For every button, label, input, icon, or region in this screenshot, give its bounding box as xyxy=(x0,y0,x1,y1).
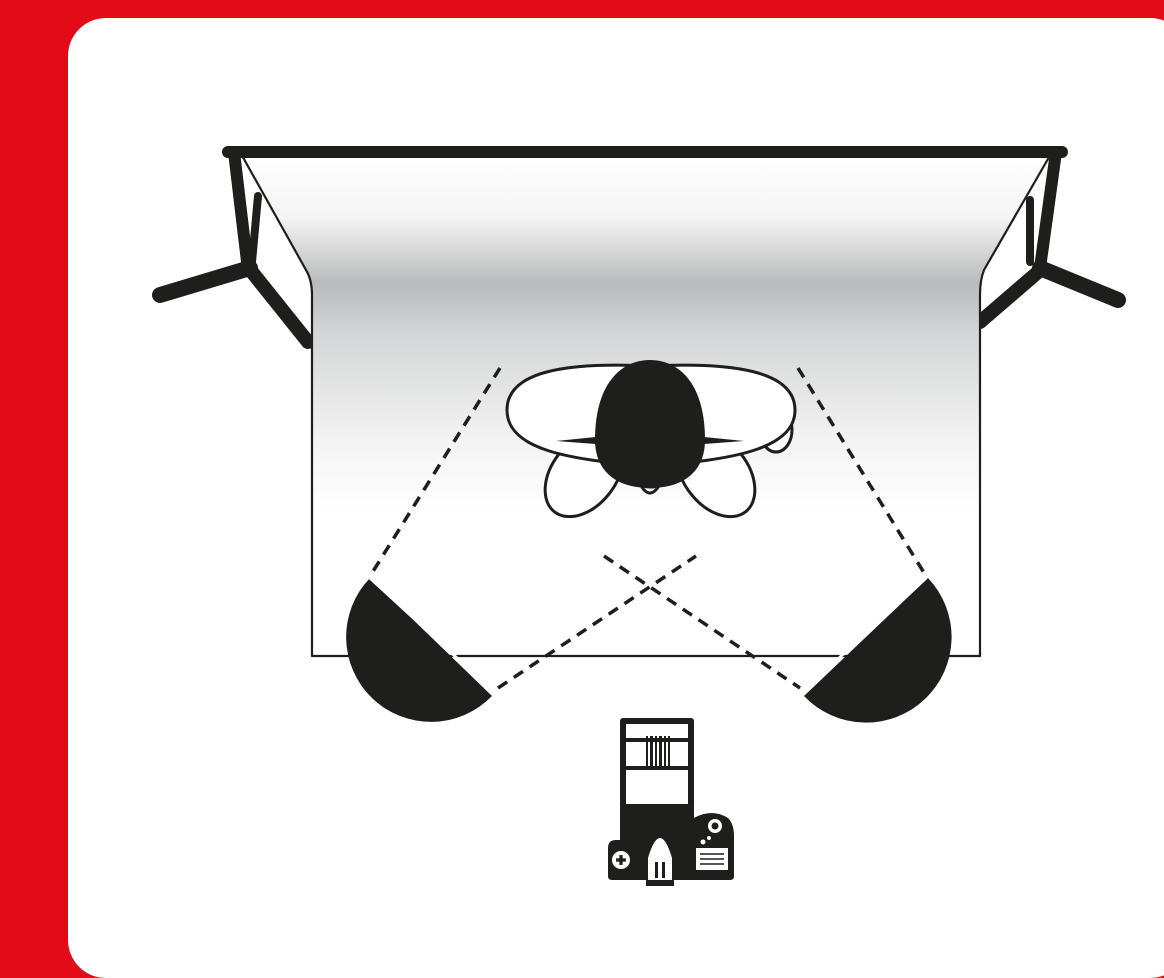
left-softbox xyxy=(346,576,498,722)
left-light-stand xyxy=(152,146,315,349)
subject-person xyxy=(505,360,797,519)
camera-icon xyxy=(608,718,734,886)
right-softbox xyxy=(798,576,952,723)
left-light-beam xyxy=(370,367,697,690)
right-light-beam xyxy=(603,367,928,690)
lighting-diagram xyxy=(152,146,1126,886)
right-light-stand xyxy=(973,146,1126,329)
